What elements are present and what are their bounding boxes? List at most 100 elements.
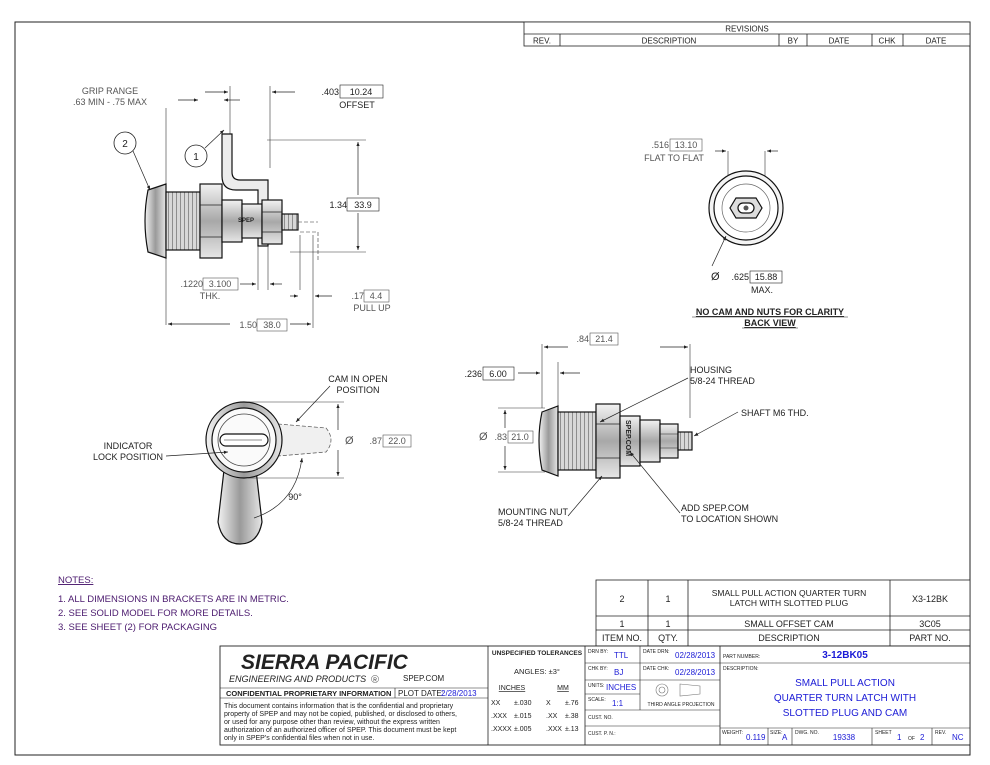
pull-up-value: .17 <box>351 291 364 301</box>
svg-text:±.38: ±.38 <box>565 713 579 720</box>
rev-label: REV. <box>935 730 946 736</box>
nut-label-1: MOUNTING NUT <box>498 507 568 517</box>
tolerances-title: UNSPECIFIED TOLERANCES <box>492 650 583 657</box>
housing-view: .84 21.4 .236 6.00 Ø .83 21.0 SPEP.COM H… <box>464 332 809 528</box>
disclaimer-line-2: property of SPEP and may not be copied, … <box>224 711 457 718</box>
note-item-1: 1. ALL DIMENSIONS IN BRACKETS ARE IN MET… <box>58 594 289 605</box>
nut-label-2: 5/8-24 THREAD <box>498 518 563 528</box>
housing-head-metric: 6.00 <box>489 369 507 379</box>
units-label: UNITS: <box>588 683 604 689</box>
flat-metric: 13.10 <box>675 140 698 150</box>
cam-open-label-1: CAM IN OPEN <box>328 374 388 384</box>
back-view-note-2: BACK VIEW <box>744 318 796 328</box>
svg-text:±.015: ±.015 <box>514 713 532 720</box>
housing-overall-metric: 21.4 <box>595 334 613 344</box>
cam-open-label-2: POSITION <box>336 385 379 395</box>
bom-header-item: ITEM NO. <box>602 633 642 643</box>
bom-header-description: DESCRIPTION <box>758 633 820 643</box>
front-view: Ø .87 22.0 CAM IN OPEN POSITION INDICATO… <box>93 374 412 545</box>
flat-label: FLAT TO FLAT <box>644 153 704 163</box>
note-item-2: 2. SEE SOLID MODEL FOR MORE DETAILS. <box>58 608 253 619</box>
note-item-3: 3. SEE SHEET (2) FOR PACKAGING <box>58 622 217 633</box>
back-dia-value: .625 <box>731 272 749 282</box>
company-subtitle: ENGINEERING AND PRODUCTS <box>229 674 366 684</box>
pull-up-label: PULL UP <box>353 303 390 313</box>
date-chk-value: 02/28/2013 <box>675 668 716 677</box>
bom-row1-desc-1: SMALL PULL ACTION QUARTER TURN <box>712 588 866 598</box>
dwg-no-label: DWG. NO. <box>795 730 819 736</box>
housing-dia-metric: 21.0 <box>511 432 529 442</box>
housing-dia-symbol: Ø <box>479 431 488 443</box>
svg-text:XX: XX <box>491 700 501 707</box>
svg-text:±.13: ±.13 <box>565 726 579 733</box>
tolerance-row: .XXXX ±.005 .XXX ±.13 <box>491 726 579 733</box>
svg-text:±.005: ±.005 <box>514 726 532 733</box>
plot-date-value: 2/28/2013 <box>441 689 477 698</box>
bom-row1-part: X3-12BK <box>912 594 948 604</box>
chk-by-label: CHK BY: <box>588 666 608 672</box>
rev-header-date-2: DATE <box>926 37 947 46</box>
svg-text:.XXX: .XXX <box>491 713 507 720</box>
front-dia-value: .87 <box>369 436 382 446</box>
grip-range-label: GRIP RANGE <box>82 86 138 96</box>
side-engrave: SPEP <box>238 218 254 224</box>
sheets-value: 2 <box>920 733 925 742</box>
svg-text:.XXXX: .XXXX <box>491 726 512 733</box>
rev-header-rev: REV. <box>533 37 551 46</box>
side-view: GRIP RANGE .63 MIN - .75 MAX .403 10.24 … <box>73 84 391 332</box>
rev-header-chk: CHK <box>879 37 897 46</box>
housing-overall-value: .84 <box>576 334 589 344</box>
description-line-2: QUARTER TURN LATCH WITH <box>774 693 916 704</box>
drn-by-label: DRN BY: <box>588 649 608 655</box>
svg-text:X: X <box>546 700 551 707</box>
pull-up-metric: 4.4 <box>370 291 383 301</box>
back-dia-label: MAX. <box>751 285 773 295</box>
thk-label: THK. <box>200 291 221 301</box>
svg-text:±.030: ±.030 <box>514 700 532 707</box>
length-value: 1.50 <box>239 320 257 330</box>
notes: NOTES: 1. ALL DIMENSIONS IN BRACKETS ARE… <box>58 575 289 633</box>
front-dia-symbol: Ø <box>345 435 354 447</box>
revisions-title: REVISIONS <box>725 25 769 34</box>
bom-row1-qty: 1 <box>665 594 670 604</box>
date-drn-value: 02/28/2013 <box>675 651 716 660</box>
housing-head-value: .236 <box>464 369 482 379</box>
tolerances-mm: MM <box>557 685 569 692</box>
registered-mark: R <box>373 678 377 684</box>
company-name: SIERRA PACIFIC <box>241 651 409 674</box>
thk-metric: 3.100 <box>209 279 232 289</box>
shaft-label: SHAFT M6 THD. <box>741 408 809 418</box>
svg-text:.XXX: .XXX <box>546 726 562 733</box>
bom-row2-part: 3C05 <box>919 619 941 629</box>
bom-header-qty: QTY. <box>658 633 678 643</box>
tolerances-angles: ANGLES: ±3° <box>514 667 560 676</box>
balloon-2 <box>113 131 137 155</box>
back-dia-metric: 15.88 <box>755 272 778 282</box>
rev-header-date: DATE <box>829 37 850 46</box>
description-label: DESCRIPTION: <box>723 666 759 672</box>
spep-label-2: TO LOCATION SHOWN <box>681 514 778 524</box>
bom-row1-item: 2 <box>619 594 624 604</box>
weight-value: 0.119 <box>746 733 766 742</box>
disclaimer-line-3: or used for any purpose other than revie… <box>224 719 440 726</box>
weight-label: WEIGHT: <box>722 730 743 736</box>
description-line-1: SMALL PULL ACTION <box>795 678 895 689</box>
tolerance-row: .XXX ±.015 .XX ±.38 <box>491 713 579 720</box>
of-label: OF <box>908 736 915 742</box>
sheet-value: 1 <box>897 733 902 742</box>
thk-value: .1220 <box>180 279 203 289</box>
units-value: INCHES <box>606 683 636 692</box>
back-dia-symbol: Ø <box>711 271 720 283</box>
balloon-1 <box>184 144 208 168</box>
size-value: A <box>782 733 788 742</box>
balloon-2-label: 2 <box>122 139 128 150</box>
indicator-label-1: INDICATOR <box>104 441 153 451</box>
rev-header-by: BY <box>788 37 799 46</box>
bom-row2-qty: 1 <box>665 619 670 629</box>
tolerance-row: XX ±.030 X ±.76 <box>491 700 579 707</box>
scale-label: SCALE: <box>588 697 606 703</box>
rev-header-description: DESCRIPTION <box>642 37 697 46</box>
balloon-1-label: 1 <box>193 152 199 163</box>
grip-range-value: .63 MIN - .75 MAX <box>73 97 147 107</box>
svg-text:.XX: .XX <box>546 713 558 720</box>
